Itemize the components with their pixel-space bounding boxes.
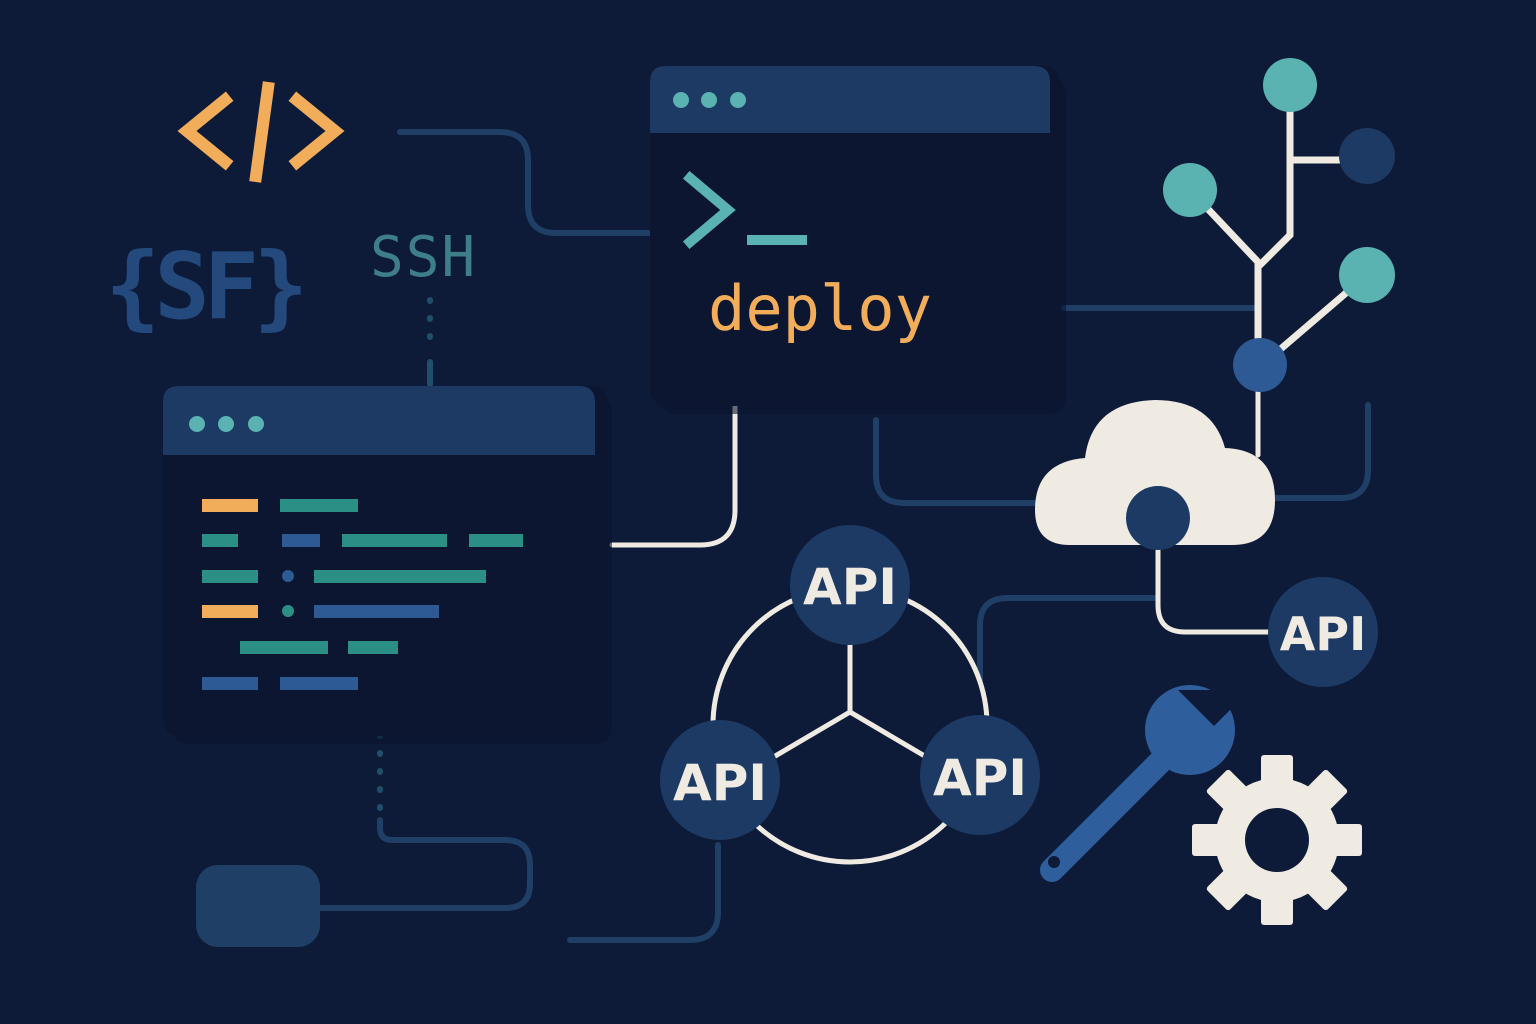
api-node-cloud: API xyxy=(1268,577,1378,687)
branch-node xyxy=(1339,247,1395,303)
connector-cloud-right xyxy=(1269,402,1371,501)
cloud-node xyxy=(1126,486,1190,550)
connector-top-left xyxy=(397,129,653,236)
branch-node xyxy=(1339,128,1395,184)
editor-window-dots-icon xyxy=(189,416,264,432)
terminal-window: >_ deploy xyxy=(650,66,1066,414)
api-node-top xyxy=(790,525,910,645)
connector-terminal-bottom xyxy=(873,417,1048,506)
connector-cloud-api xyxy=(1155,545,1273,635)
connector-plug xyxy=(315,817,533,911)
api-label-top: API xyxy=(803,558,897,616)
api-cluster: API API API xyxy=(660,525,1040,865)
terminal-titlebar xyxy=(650,66,1050,133)
wrench-icon xyxy=(1040,685,1239,882)
cloud-icon xyxy=(1035,400,1275,550)
connector-api-right xyxy=(977,595,1158,683)
connector-bottom xyxy=(567,842,721,943)
editor-titlebar xyxy=(163,386,595,455)
sf-logo: {SF} xyxy=(105,233,303,340)
api-label-cloud: API xyxy=(1280,607,1366,661)
code-lines xyxy=(202,499,523,690)
branch-node xyxy=(1233,338,1287,392)
api-node-right xyxy=(920,715,1040,835)
gear-icon xyxy=(1192,755,1362,925)
ssh-label: SSH xyxy=(370,225,477,290)
terminal-body xyxy=(650,66,1060,406)
terminal-window-dots-icon xyxy=(673,92,746,108)
api-node-left xyxy=(660,720,780,840)
code-brackets-icon xyxy=(177,81,345,183)
plug-icon xyxy=(196,865,320,947)
api-label-right: API xyxy=(933,749,1027,807)
code-editor-window xyxy=(163,386,612,744)
git-branch-icon xyxy=(1163,58,1395,392)
deploy-command: deploy xyxy=(708,272,932,345)
connector-lines xyxy=(315,129,1371,943)
branch-node xyxy=(1263,58,1317,112)
connector-editor-terminal xyxy=(609,399,738,548)
terminal-prompt-icon xyxy=(682,170,807,250)
branch-node xyxy=(1163,163,1217,217)
api-label-left: API xyxy=(673,754,767,812)
